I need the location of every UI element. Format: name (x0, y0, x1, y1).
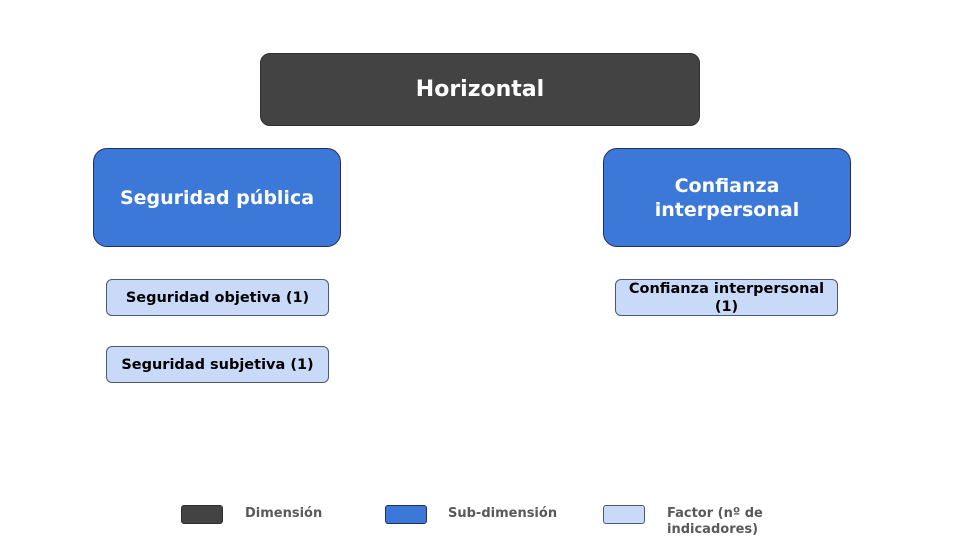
factor-label: Confianza interpersonal (1) (628, 280, 825, 315)
legend-label-dimension: Dimensión (245, 506, 323, 521)
sub-dimension-label: Seguridad pública (119, 186, 315, 209)
dimension-box: Horizontal (260, 53, 700, 126)
legend-label-sub-dimension: Sub-dimensión (448, 506, 558, 521)
factor-box-seguridad-subjetiva: Seguridad subjetiva (1) (106, 346, 329, 383)
factor-label: Seguridad objetiva (1) (125, 289, 310, 306)
dimension-label: Horizontal (415, 77, 545, 102)
legend-swatch-dimension (181, 505, 223, 524)
factor-box-seguridad-objetiva: Seguridad objetiva (1) (106, 279, 329, 316)
sub-dimension-box-confianza-interpersonal: Confianza interpersonal (603, 148, 851, 247)
factor-box-confianza-interpersonal: Confianza interpersonal (1) (615, 279, 838, 316)
sub-dimension-box-seguridad-publica: Seguridad pública (93, 148, 341, 247)
legend-swatch-factor (603, 505, 645, 524)
legend-label-factor: Factor (nº de indicadores) (667, 506, 763, 537)
sub-dimension-label: Confianza interpersonal (654, 174, 800, 221)
factor-label: Seguridad subjetiva (1) (121, 356, 314, 373)
legend-swatch-sub-dimension (385, 505, 427, 524)
